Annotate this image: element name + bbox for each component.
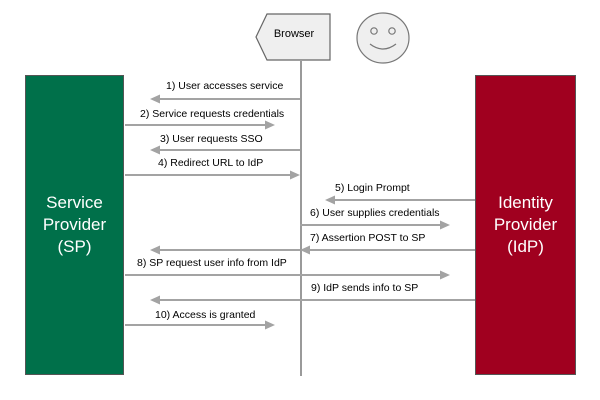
message-label: 2) Service requests credentials	[140, 108, 285, 120]
browser-label: Browser	[273, 28, 315, 40]
message-label: 4) Redirect URL to IdP	[158, 157, 264, 169]
message-label: 9) IdP sends info to SP	[311, 282, 419, 294]
service-provider-label: Service Provider (SP)	[42, 193, 107, 256]
message-arrow-head	[150, 245, 160, 255]
message-label: 1) User accesses service	[166, 80, 284, 92]
message-arrow-head	[150, 145, 160, 155]
message-arrow-head	[265, 120, 275, 130]
message-label: 6) User supplies credentials	[310, 207, 440, 219]
message-arrow-head	[325, 195, 335, 205]
message-arrow-head	[150, 94, 160, 104]
message-label: 8) SP request user info from IdP	[137, 257, 287, 269]
message-label: 5) Login Prompt	[335, 182, 410, 194]
browser-lifeline	[300, 61, 302, 376]
message-label: 3) User requests SSO	[160, 133, 263, 145]
message-arrow-head	[440, 270, 450, 280]
message-arrow-head	[150, 295, 160, 305]
smiley-face-icon	[356, 12, 410, 64]
message-arrow-head	[440, 220, 450, 230]
message-arrow-head	[265, 320, 275, 330]
message-label: 7) Assertion POST to SP	[310, 232, 426, 244]
service-provider-box: Service Provider (SP)	[25, 75, 124, 375]
message-arrow-head	[300, 245, 310, 255]
message-arrow-head	[290, 170, 300, 180]
identity-provider-label: Identity Provider (IdP)	[493, 193, 558, 256]
identity-provider-box: Identity Provider (IdP)	[475, 75, 576, 375]
browser-shape	[255, 13, 331, 61]
message-label: 10) Access is granted	[155, 309, 256, 321]
